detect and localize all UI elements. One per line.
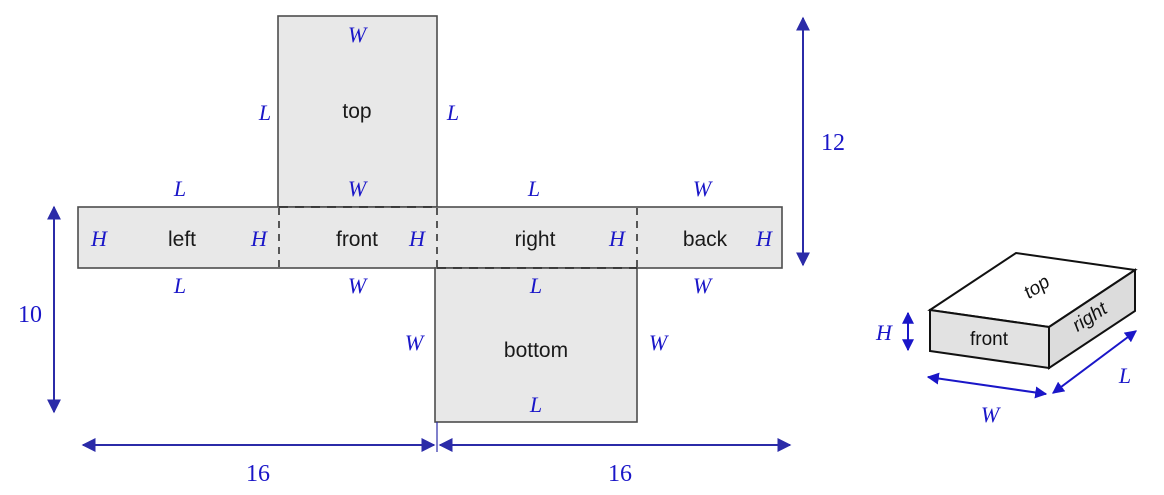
edge-letter-band-above-1: L xyxy=(173,176,186,201)
face-label-front: front xyxy=(336,228,378,251)
edge-letter-h-3: H xyxy=(408,226,426,251)
box-dim-label-height: H xyxy=(875,320,893,345)
edge-letter-band-below-4: W xyxy=(693,273,713,298)
dim-value-horizontal-left: 16 xyxy=(246,461,270,487)
face-top-rect xyxy=(277,15,438,208)
face-label-right: right xyxy=(515,228,556,251)
edge-letter-h-4: H xyxy=(608,226,626,251)
edge-letter-band-above-2: L xyxy=(527,176,540,201)
edge-letter-band-above-3: W xyxy=(693,176,713,201)
edge-letter-h-1: H xyxy=(90,226,108,251)
face-band-rect xyxy=(77,206,783,269)
dim-value-horizontal-right: 16 xyxy=(608,461,632,487)
box-dim-label-length: L xyxy=(1118,363,1131,388)
box-dim-arrow-width xyxy=(926,372,1048,399)
face-label-left: left xyxy=(168,228,196,251)
edge-letter-bottom-flap-left: W xyxy=(405,330,425,355)
net-edge-letters: W L L W L L W L W W H H H H H L W W L xyxy=(90,22,773,417)
net-face-labels: top left front right back bottom xyxy=(168,100,728,362)
edge-letter-top-flap-bottom: W xyxy=(348,176,368,201)
dim-value-vertical-right: 12 xyxy=(821,130,845,156)
face-label-top: top xyxy=(342,100,371,123)
box-dim-arrow-length xyxy=(1052,330,1137,394)
edge-letter-band-below-2: W xyxy=(348,273,368,298)
box-3d: front top right H W L xyxy=(875,251,1138,427)
edge-letter-top-flap-top: W xyxy=(348,22,368,47)
edge-letter-bottom-flap-right: W xyxy=(649,330,669,355)
edge-letter-h-2: H xyxy=(250,226,268,251)
box-label-front: front xyxy=(970,329,1009,350)
net-faces xyxy=(77,15,783,423)
edge-letter-top-flap-left: L xyxy=(258,100,271,125)
box-dim-label-width: W xyxy=(981,402,1001,427)
edge-letter-bottom-flap-top: L xyxy=(529,273,542,298)
edge-letter-band-below-1: L xyxy=(173,273,186,298)
face-label-bottom: bottom xyxy=(504,339,568,362)
edge-letter-top-flap-right: L xyxy=(446,100,459,125)
dimension-arrows: 10 12 16 16 xyxy=(18,16,845,487)
edge-letter-h-5: H xyxy=(755,226,773,251)
dim-value-vertical-left: 10 xyxy=(18,302,42,328)
face-label-back: back xyxy=(683,228,728,251)
edge-letter-bottom-flap-bottom: L xyxy=(529,392,542,417)
